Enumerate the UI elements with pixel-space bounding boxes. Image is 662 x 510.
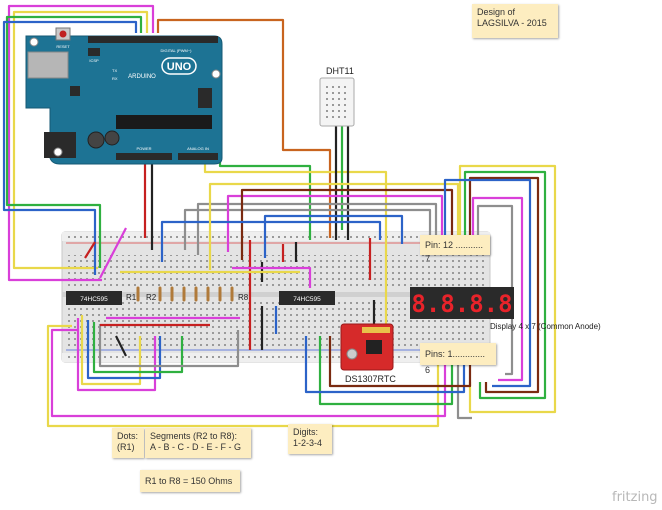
dht11-label: DHT11 [326, 66, 354, 76]
wire-grey-1 [183, 208, 432, 250]
r1-label: R1 [126, 293, 137, 302]
wire-brown-right [468, 176, 540, 394]
arduino-uno: UNO ARDUINO RESET ICSP DIGITAL (PWM~) PO… [25, 27, 223, 165]
wire-green-top [5, 15, 143, 268]
wire-blue-2 [263, 214, 404, 258]
display-label: Display 4 x 7 (Common Anode) [490, 322, 601, 331]
wire-grey-2 [196, 202, 438, 255]
dots-note-line2: (R1) [117, 442, 135, 452]
rtc-label: DS1307RTC [345, 374, 396, 384]
segments-note: Segments (R2 to R8): A - B - C - D - E -… [145, 428, 251, 458]
wire-low-yellow [80, 315, 142, 386]
segments-note-line2: A - B - C - D - E - F - G [150, 442, 241, 452]
wire-bottom-magenta [50, 328, 447, 418]
digits-note: Digits: 1-2-3-4 [288, 424, 332, 454]
digital-header [88, 36, 218, 43]
wire-yellow-scl [203, 160, 388, 328]
wire-bottom-grey [456, 362, 472, 420]
pins-bottom-note: Pins: 1............. 6 [420, 343, 496, 375]
wire-magenta-top [7, 4, 155, 282]
wire-bottom-blue [304, 336, 466, 394]
reset-label: RESET [56, 44, 70, 49]
seven-segment-display: 8.8.8.8 [410, 287, 514, 319]
chip-left-label: 74HC595 [80, 296, 108, 303]
fritzing-brand: fritzing [612, 490, 658, 505]
design-note-line2: LAGSILVA - 2015 [477, 18, 547, 28]
wire-bottom-brown [328, 336, 472, 388]
tx-label: TX [112, 68, 117, 73]
shift-register-left: 74HC595 [66, 291, 122, 305]
power-label: POWER [136, 146, 151, 151]
wire-blue-top [2, 20, 138, 275]
wire-low-grey [98, 324, 240, 368]
chip-right-label: 74HC595 [293, 296, 321, 303]
r2-label: R2 [146, 293, 157, 302]
wire-low-blue [86, 320, 162, 380]
digits-note-line1: Digits: [293, 427, 319, 437]
icsp-label: ICSP [89, 58, 99, 63]
icsp-header [88, 48, 100, 56]
dots-note-line1: Dots: [117, 431, 139, 441]
display-digits: 8.8.8.8 [411, 290, 512, 318]
wire-orange-top [156, 18, 332, 238]
resistor-array [136, 286, 234, 302]
wire-yellow-top [12, 10, 149, 270]
design-note-line1: Design of [477, 7, 516, 17]
wire-magenta-right [471, 196, 524, 382]
jumper-magenta-1 [99, 227, 127, 279]
mcu-chip [116, 115, 212, 129]
arduino-logo-badge [161, 57, 197, 75]
wire-low-green [92, 322, 184, 374]
usb-port [27, 51, 69, 79]
dots-note: Dots: (R1) [112, 428, 144, 458]
digits-note-line2: 1-2-3-4 [293, 438, 323, 448]
r8-label: R8 [238, 293, 249, 302]
wire-brown-1 [240, 188, 454, 260]
design-note: Design of LAGSILVA - 2015 [472, 4, 558, 38]
resistors-note-text: R1 to R8 = 150 Ohms [145, 476, 233, 486]
arduino-logo: UNO [167, 61, 192, 73]
pins-top-note: Pin: 12 ........... 7 [420, 235, 490, 264]
wire-blue-1 [160, 220, 382, 262]
arduino-brand: ARDUINO [128, 74, 156, 80]
wire-magenta-1 [226, 194, 444, 252]
digital-label: DIGITAL (PWM~) [161, 48, 193, 53]
wire-low-black [115, 335, 127, 357]
pins-bottom-text: Pins: 1............. 6 [425, 349, 486, 375]
wire-green-right [463, 170, 547, 400]
shift-register-right: 74HC595 [279, 291, 335, 305]
wire-grey-right [476, 204, 514, 376]
rx-label: RX [112, 76, 118, 81]
jumper-red-1 [84, 241, 96, 259]
resistors-note: R1 to R8 = 150 Ohms [140, 470, 240, 492]
jumper-magenta-3 [232, 266, 312, 288]
segments-note-line1: Segments (R2 to R8): [150, 431, 238, 441]
wire-low-magenta [76, 318, 157, 392]
power-header [116, 153, 172, 160]
dht11-sensor [319, 77, 355, 127]
analog-header [178, 153, 218, 160]
wire-yellow-1 [208, 182, 460, 270]
pins-top-text: Pin: 12 ........... 7 [425, 240, 484, 264]
rtc-module [340, 323, 394, 371]
wire-bottom-green [318, 336, 454, 406]
wire-blue-right [443, 178, 532, 388]
analog-label: ANALOG IN [187, 146, 209, 151]
